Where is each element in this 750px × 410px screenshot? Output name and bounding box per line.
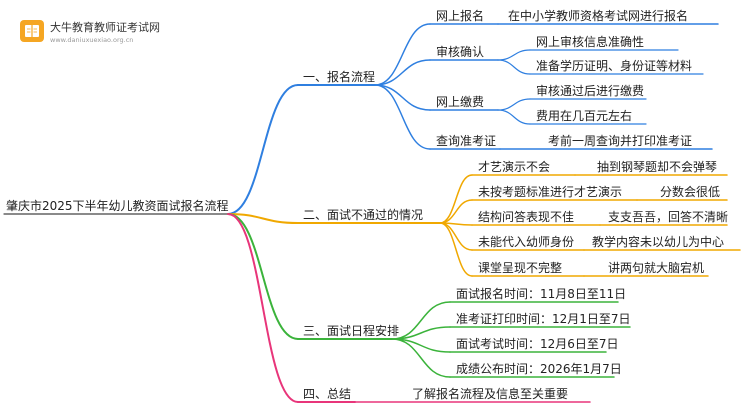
schedule-item: 准考证打印时间：12月1日至7日 bbox=[456, 312, 631, 326]
topic-label: 网上报名 bbox=[436, 8, 484, 23]
connector-line bbox=[439, 174, 473, 224]
connector-line bbox=[227, 84, 299, 215]
schedule-item: 成绩公布时间：2026年1月7日 bbox=[456, 362, 622, 376]
connector-line bbox=[227, 213, 299, 403]
connector-line bbox=[391, 338, 451, 378]
branch-schedule: 三、面试日程安排 面试报名时间：11月8日至11日 准考证打印时间：12月1日至… bbox=[303, 286, 631, 376]
leaf-label: 考前一周查询并打印准考证 bbox=[548, 133, 692, 148]
logo-title: 大牛教育教师证考试网 bbox=[50, 20, 160, 34]
summary-item: 了解报名流程及信息至关重要 bbox=[412, 386, 568, 401]
topic-label: 才艺演示不会 bbox=[478, 159, 550, 174]
connector-line bbox=[497, 109, 531, 125]
branch-label: 一、报名流程 bbox=[303, 69, 375, 84]
branch-failure-cases: 二、面试不通过的情况 才艺演示不会 抽到钢琴题却不会弹琴 未按考题标准进行才艺演… bbox=[303, 159, 728, 275]
branch-summary: 四、总结 了解报名流程及信息至关重要 bbox=[303, 386, 568, 401]
branch-label: 三、面试日程安排 bbox=[303, 323, 399, 338]
logo-url: www.daniuxuexiao.org.cn bbox=[50, 36, 133, 44]
leaf-label: 分数会很低 bbox=[660, 184, 720, 199]
connector-lines bbox=[3, 23, 741, 403]
root-topic: 肇庆市2025下半年幼儿教资面试报名流程 bbox=[6, 198, 229, 213]
leaf-label: 抽到钢琴题却不会弹琴 bbox=[597, 160, 717, 174]
connector-line bbox=[497, 49, 531, 61]
leaf-label: 费用在几百元左右 bbox=[536, 108, 632, 123]
connector-line bbox=[439, 222, 473, 277]
schedule-item: 面试考试时间：12月6日至7日 bbox=[456, 336, 619, 351]
topic-label: 未能代入幼师身份 bbox=[478, 234, 574, 249]
book-icon bbox=[20, 20, 44, 42]
topic-label: 未按考题标准进行才艺演示 bbox=[478, 184, 622, 199]
connector-line bbox=[439, 222, 473, 251]
branch-label: 四、总结 bbox=[303, 387, 351, 401]
topic-label: 课堂呈现不完整 bbox=[478, 260, 562, 275]
connector-line bbox=[374, 23, 431, 86]
connector-line bbox=[374, 84, 431, 111]
topic-label: 结构问答表现不佳 bbox=[478, 209, 574, 224]
connector-line bbox=[227, 213, 299, 340]
connector-line bbox=[374, 59, 431, 86]
connector-line bbox=[227, 213, 299, 224]
leaf-label: 讲两句就大脑宕机 bbox=[608, 260, 704, 275]
topic-label: 审核确认 bbox=[436, 44, 484, 59]
connector-line bbox=[374, 84, 431, 150]
connector-line bbox=[439, 199, 473, 224]
logo: 大牛教育教师证考试网 www.daniuxuexiao.org.cn bbox=[20, 20, 160, 44]
leaf-label: 支支吾吾，回答不清晰 bbox=[608, 209, 728, 224]
leaf-label: 在中小学教师资格考试网进行报名 bbox=[508, 8, 688, 23]
connector-line bbox=[497, 98, 531, 111]
schedule-item: 面试报名时间：11月8日至11日 bbox=[456, 286, 626, 301]
connector-line bbox=[497, 59, 531, 75]
leaf-label: 教学内容未以幼儿为中心 bbox=[592, 234, 724, 249]
leaf-label: 网上审核信息准确性 bbox=[536, 34, 644, 49]
branch-label: 二、面试不通过的情况 bbox=[303, 207, 423, 222]
topic-label: 网上缴费 bbox=[436, 94, 484, 109]
leaf-label: 审核通过后进行缴费 bbox=[536, 83, 644, 98]
leaf-label: 准备学历证明、身份证等材料 bbox=[536, 58, 692, 73]
topic-label: 查询准考证 bbox=[436, 134, 496, 148]
branch-registration-process: 一、报名流程 网上报名 在中小学教师资格考试网进行报名 审核确认 网上审核信息准… bbox=[303, 8, 692, 148]
